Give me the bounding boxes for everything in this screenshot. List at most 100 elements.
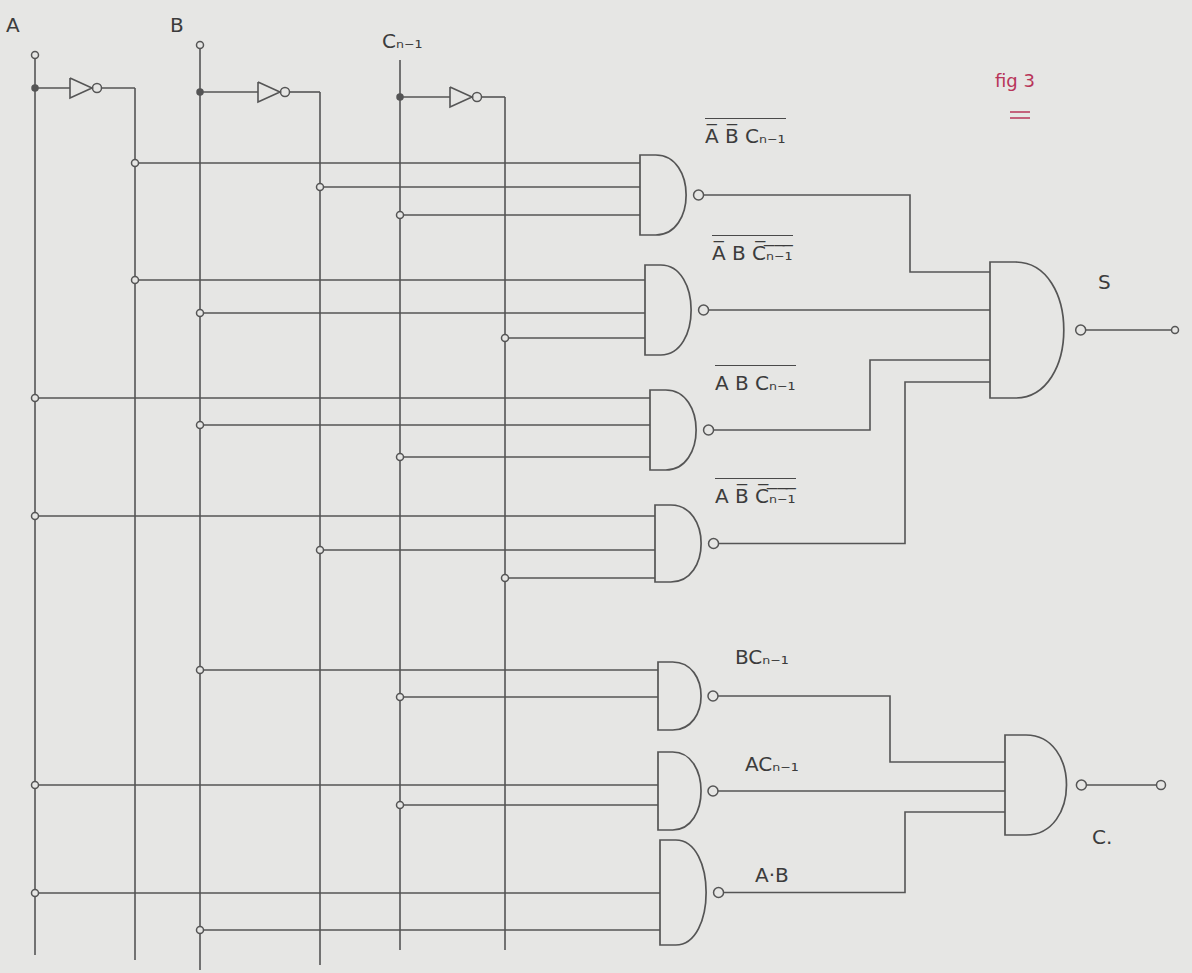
inverter-symbol	[70, 78, 92, 98]
junction-dot	[32, 890, 39, 897]
gate-input	[200, 424, 650, 426]
nand-bubble	[714, 888, 724, 898]
note: fig 3	[995, 66, 1035, 97]
junction-dot	[197, 927, 204, 934]
gate-input	[320, 186, 640, 188]
inverter-bubble	[93, 84, 102, 93]
junction-dot	[397, 694, 404, 701]
output-name: S	[1098, 265, 1111, 299]
signal-name: A	[6, 8, 20, 42]
nand-gate	[645, 265, 691, 355]
nand-gate	[640, 155, 686, 235]
gate-input	[35, 515, 655, 517]
gate-input	[400, 804, 658, 806]
junction-dot	[397, 212, 404, 219]
junction-dot	[32, 52, 39, 59]
nand-bubble	[699, 305, 709, 315]
junction-dot	[317, 184, 324, 191]
junction-dot	[1157, 781, 1166, 790]
input-rail	[504, 97, 506, 950]
junction-dot	[197, 310, 204, 317]
junction-dot	[502, 335, 509, 342]
nand-bubble	[708, 786, 718, 796]
junction-dot	[32, 513, 39, 520]
wire	[200, 91, 258, 93]
wire	[102, 87, 136, 89]
nand-gate	[655, 505, 701, 582]
junction-dot	[502, 575, 509, 582]
nand-bubble	[1076, 325, 1086, 335]
gate-output-label: A B Cₙ₋₁	[715, 365, 796, 398]
wire	[714, 360, 990, 430]
junction-dot	[397, 802, 404, 809]
nand-bubble	[708, 691, 718, 701]
gate-input	[200, 669, 658, 671]
gate-input	[135, 162, 640, 164]
input-rail	[199, 45, 201, 970]
junction-dot	[32, 782, 39, 789]
junction-dot	[1172, 327, 1179, 334]
input-rail	[34, 55, 36, 955]
gate-output-label: A·B	[755, 858, 789, 892]
inverter-bubble	[473, 93, 482, 102]
nand-gate	[658, 662, 701, 730]
gate-input	[35, 784, 658, 786]
nand-bubble	[694, 190, 704, 200]
inverter-bubble	[281, 88, 290, 97]
input-rail	[134, 88, 136, 960]
gate-input	[400, 696, 658, 698]
wire	[709, 309, 990, 311]
underline-mark	[1010, 111, 1030, 113]
wire	[719, 382, 990, 544]
junction-dot	[132, 277, 139, 284]
gate-input	[200, 312, 645, 314]
output-wire	[1086, 784, 1157, 786]
gate-output-label: A̅ B C̅ₙ̅₋̅₁̅	[712, 235, 793, 268]
junction-dot	[197, 667, 204, 674]
nand-gate	[990, 262, 1064, 398]
inverter-symbol	[258, 82, 280, 102]
gate-input	[505, 337, 645, 339]
nand-bubble	[709, 539, 719, 549]
wire	[35, 87, 70, 89]
junction-dot	[197, 422, 204, 429]
junction-dot	[397, 454, 404, 461]
gate-input	[135, 279, 645, 281]
gate-output-label: ACₙ₋₁	[745, 747, 799, 781]
nand-bubble	[704, 425, 714, 435]
gate-input	[505, 577, 655, 579]
inverter-symbol	[450, 87, 472, 107]
junction-dot	[317, 547, 324, 554]
gate-input	[320, 549, 655, 551]
gate-input	[400, 214, 640, 216]
junction-dot	[197, 42, 204, 49]
wire	[400, 96, 450, 98]
wire	[482, 96, 506, 98]
gate-output-label: A̅ B̅ Cₙ₋₁	[705, 118, 786, 151]
nand-gate	[660, 840, 706, 945]
nand-bubble	[1076, 780, 1086, 790]
input-rail	[319, 92, 321, 965]
nand-gate	[658, 752, 701, 830]
signal-name: Cₙ₋₁	[382, 24, 423, 58]
gate-input	[200, 929, 660, 931]
output-wire	[1086, 329, 1172, 331]
gate-input	[400, 456, 650, 458]
gate-output-label: BCₙ₋₁	[735, 640, 789, 674]
junction-dot	[32, 395, 39, 402]
output-name: C.	[1092, 820, 1112, 854]
wire	[704, 195, 990, 272]
underline-mark	[1010, 117, 1030, 119]
input-rail	[399, 60, 401, 950]
junction-dot	[132, 160, 139, 167]
nand-gate	[1005, 735, 1067, 835]
gate-input	[35, 397, 650, 399]
signal-name: B	[170, 8, 184, 42]
gate-output-label: A B̅ C̅ₙ̅₋̅₁̅	[715, 478, 796, 511]
wire	[724, 812, 1005, 893]
nand-gate	[650, 390, 696, 470]
wire	[718, 790, 1005, 792]
gate-input	[35, 892, 660, 894]
